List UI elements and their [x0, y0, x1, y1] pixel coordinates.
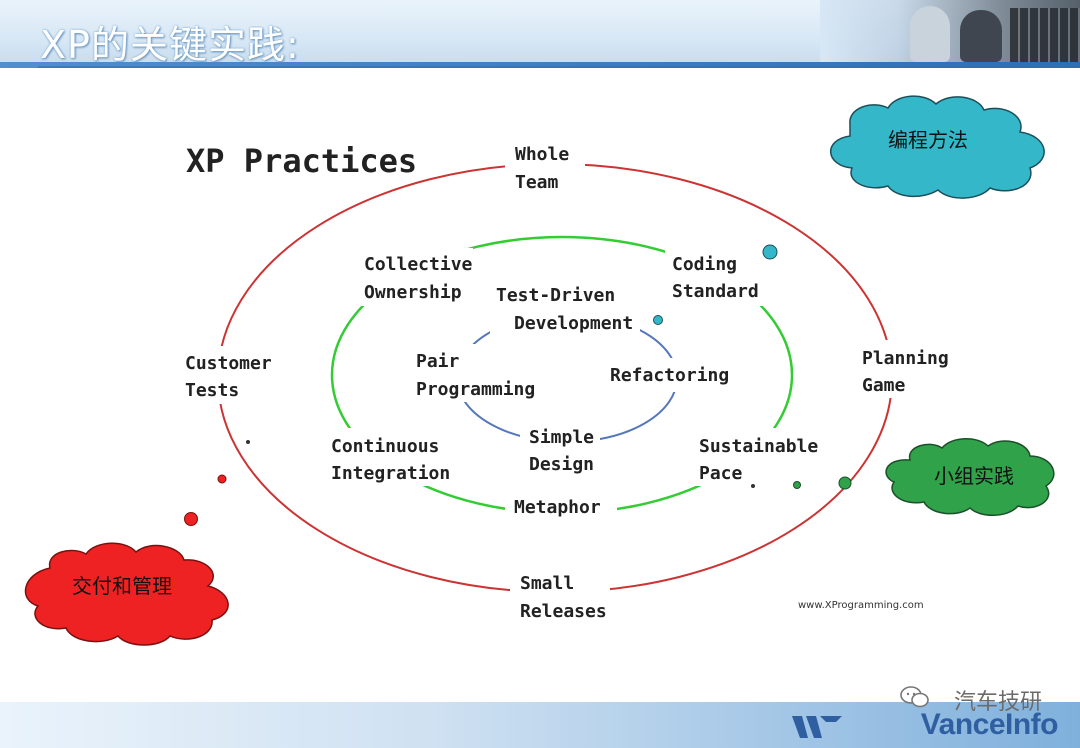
practice-pair-programming-line1: Pair — [416, 351, 460, 372]
slide-title: XP的关键实践: — [40, 23, 300, 67]
practice-coding-standard-line2: Standard — [672, 281, 759, 302]
keyboard-image — [1010, 8, 1080, 62]
practice-simple-design-line1: Simple — [529, 427, 594, 448]
bubble-trail-green — [751, 476, 852, 490]
person-figure — [910, 6, 950, 62]
header-rule — [38, 66, 1038, 68]
bubble-trail-red — [184, 440, 250, 526]
practice-sustainable-pace-line2: Pace — [699, 463, 743, 484]
practice-small-releases-line1: Small — [520, 573, 574, 594]
cloud-callout-team: 小组实践 — [885, 438, 1055, 516]
practice-sustainable-pace-line1: Sustainable — [699, 436, 818, 457]
label-backgrounds — [180, 138, 960, 624]
practice-continuous-integration-line2: Integration — [331, 463, 450, 484]
cloud-label-delivery: 交付和管理 — [72, 574, 172, 598]
slide-footer — [0, 702, 1080, 748]
practice-whole-line2: Team — [515, 172, 559, 193]
person-figure — [960, 10, 1002, 62]
practice-metaphor: Metaphor — [514, 497, 601, 518]
practice-planning-line1: Planning — [862, 348, 949, 369]
practice-tdd-line2: Development — [514, 313, 633, 334]
practice-continuous-integration-line1: Continuous — [331, 436, 439, 457]
brand-logo-text: VanceInfo — [920, 708, 1059, 741]
vanceinfo-logo-mark — [792, 716, 842, 738]
practice-whole-line1: Whole — [515, 144, 569, 165]
cloud-callout-delivery: 交付和管理 — [24, 542, 229, 646]
practice-planning-line2: Game — [862, 375, 906, 396]
diagram-heading: XP Practices — [186, 142, 417, 180]
practice-collective-ownership-line1: Collective — [364, 254, 473, 275]
bubble-trail-blue — [653, 244, 778, 325]
cloud-label-programming: 编程方法 — [888, 128, 968, 152]
practice-coding-standard-line1: Coding — [672, 254, 737, 275]
wechat-icon — [900, 686, 929, 708]
practice-tdd-line1: Test-Driven — [496, 285, 615, 306]
practice-customer-tests-line2: Tests — [185, 380, 239, 401]
practice-small-releases-line2: Releases — [520, 601, 607, 622]
cloud-label-team: 小组实践 — [934, 464, 1014, 488]
practice-simple-design-line2: Design — [529, 454, 594, 475]
practice-customer-tests-line1: Customer — [185, 353, 272, 374]
header-photo — [820, 0, 1080, 62]
practice-collective-ownership-line2: Ownership — [364, 282, 462, 303]
cloud-callout-programming: 编程方法 — [830, 95, 1045, 199]
practice-pair-programming-line2: Programming — [416, 379, 535, 400]
practice-refactoring: Refactoring — [610, 365, 729, 386]
header-bar — [0, 62, 1080, 68]
watermark-text: 汽车技研 — [953, 690, 1042, 715]
source-url: www.XProgramming.com — [798, 600, 924, 611]
